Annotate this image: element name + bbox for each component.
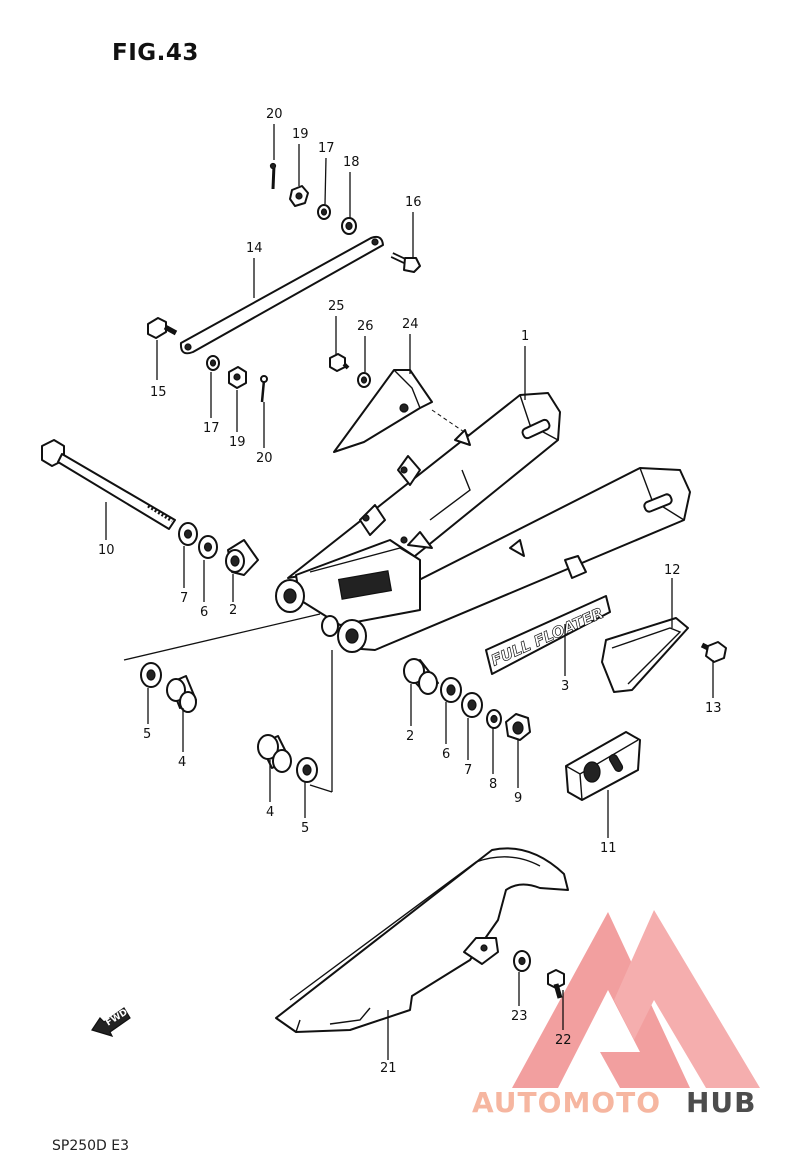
- watermark-text: AUTOMOTO: [472, 1086, 661, 1119]
- bushing-4-lower: [257, 734, 292, 773]
- callout-6: 6: [200, 605, 208, 620]
- pivot-shaft-10: [41, 439, 176, 530]
- callout-19: 19: [292, 127, 309, 142]
- cotter-pin-20-bottom: [260, 375, 268, 403]
- callout-13: 13: [705, 701, 722, 716]
- callout-4: 4: [266, 805, 274, 820]
- washer-5-left: [140, 662, 162, 688]
- watermark-logo: [512, 910, 760, 1088]
- callout-22: 22: [555, 1033, 572, 1048]
- callout-2: 2: [406, 729, 414, 744]
- emblem-3: FULL FLOATER: [485, 595, 611, 675]
- bushing-4-left: [166, 675, 197, 713]
- callout-23: 23: [511, 1009, 528, 1024]
- callout-26: 26: [357, 319, 374, 334]
- washer-8: [486, 709, 502, 729]
- torque-link-14: [179, 235, 384, 355]
- callout-7: 7: [180, 591, 188, 606]
- washer-17-bottom: [206, 355, 220, 371]
- bolt-25: [329, 353, 350, 372]
- callout-16: 16: [405, 195, 422, 210]
- model-code: SP250D E3: [52, 1138, 130, 1154]
- nut-9: [505, 713, 531, 741]
- bracket-24: [333, 369, 433, 453]
- bolt-13: [700, 641, 727, 663]
- chain-guide-12: [601, 617, 689, 693]
- callout-19: 19: [229, 435, 246, 450]
- callout-15: 15: [150, 385, 167, 400]
- bolt-16: [390, 252, 421, 273]
- callout-1: 1: [521, 329, 529, 344]
- washer-7-lower: [461, 692, 483, 718]
- callout-12: 12: [664, 563, 681, 578]
- bolt-15: [147, 317, 178, 339]
- chain-adjuster-11: [565, 731, 641, 801]
- washer-26: [357, 372, 371, 388]
- callout-21: 21: [380, 1061, 397, 1076]
- callout-6: 6: [442, 747, 450, 762]
- callout-11: 11: [600, 841, 617, 856]
- bolt-22: [547, 969, 565, 999]
- leader-lines: [105, 124, 714, 1060]
- callout-2: 2: [229, 603, 237, 618]
- callout-18: 18: [343, 155, 360, 170]
- callout-25: 25: [328, 299, 345, 314]
- washer-18: [341, 217, 357, 235]
- callout-20: 20: [266, 107, 283, 122]
- callout-24: 24: [402, 317, 419, 332]
- callout-labels: 20 19 17 18 16 14 15 17 19 20 25 26 24 1…: [98, 107, 722, 1076]
- callout-17: 17: [318, 141, 335, 156]
- cotter-pin-20-top: [269, 162, 277, 190]
- forward-direction-marker: FWD: [91, 1007, 131, 1037]
- swingarm-1: [275, 392, 691, 653]
- callout-17: 17: [203, 421, 220, 436]
- callout-5: 5: [301, 821, 309, 836]
- washer-6-lower: [440, 677, 462, 703]
- callout-5: 5: [143, 727, 151, 742]
- washer-5-lower: [296, 757, 318, 783]
- watermark-hub-text: HUB: [686, 1086, 757, 1119]
- callout-8: 8: [489, 777, 497, 792]
- washer-7-upper: [178, 522, 198, 546]
- washer-17-top: [317, 204, 331, 220]
- nut-19-top: [289, 185, 309, 207]
- callout-3: 3: [561, 679, 569, 694]
- figure-title: FIG.43: [112, 40, 199, 66]
- callout-4: 4: [178, 755, 186, 770]
- chain-case-21: [275, 847, 569, 1034]
- callout-20: 20: [256, 451, 273, 466]
- bushing-2-upper: [225, 539, 259, 576]
- bushing-2-lower: [403, 658, 439, 695]
- callout-10: 10: [98, 543, 115, 558]
- callout-7: 7: [464, 763, 472, 778]
- washer-23: [513, 950, 531, 972]
- callout-9: 9: [514, 791, 522, 806]
- callout-14: 14: [246, 241, 263, 256]
- emblem-text: FULL FLOATER: [488, 604, 606, 670]
- washer-6-upper: [198, 535, 218, 559]
- nut-19-bottom: [228, 366, 247, 389]
